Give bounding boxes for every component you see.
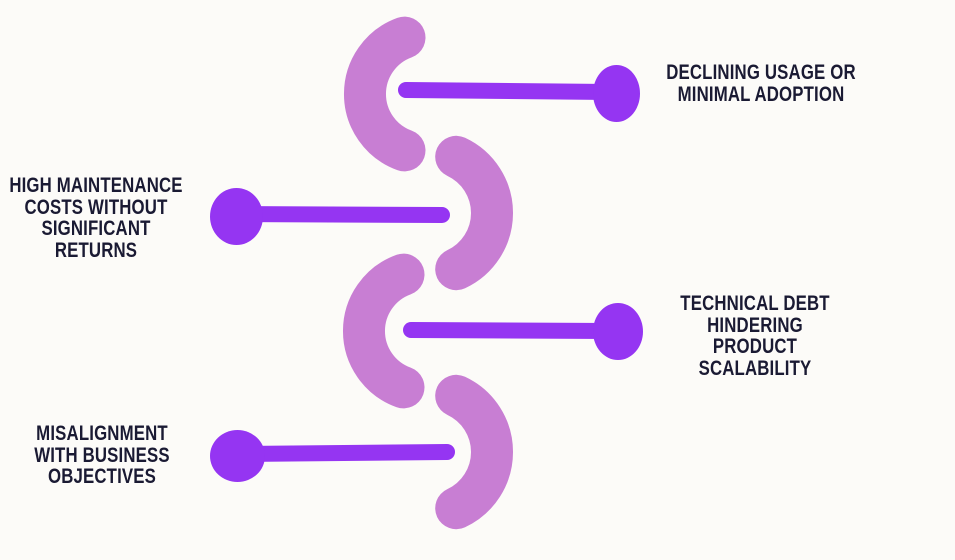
label-line: MISALIGNMENT — [36, 422, 168, 445]
label-line: OBJECTIVES — [47, 465, 157, 488]
label-line: MINIMAL ADOPTION — [677, 82, 845, 106]
label-line: SIGNIFICANT — [41, 217, 151, 240]
label-high-maintenance: HIGH MAINTENANCE COSTS WITHOUT SIGNIFICA… — [0, 175, 200, 261]
marker-dot-3 — [593, 303, 643, 360]
marker-dot-2 — [210, 188, 263, 245]
label-misalignment: MISALIGNMENT WITH BUSINESS OBJECTIVES — [0, 423, 206, 488]
label-technical-debt: TECHNICAL DEBT HINDERING PRODUCT SCALABI… — [651, 293, 859, 379]
serpentine-arc-4 — [435, 374, 513, 530]
label-declining-usage: DECLINING USAGE OR MINIMAL ADOPTION — [657, 62, 865, 105]
marker-dot-1 — [593, 65, 640, 122]
connector-line-3 — [403, 322, 618, 339]
serpentine-arc-1 — [344, 16, 426, 172]
marker-dot-4 — [210, 430, 265, 482]
label-line: HIGH MAINTENANCE — [9, 174, 183, 197]
label-line: WITH BUSINESS — [34, 443, 170, 467]
label-line: DECLINING USAGE OR — [666, 61, 856, 84]
label-line: TECHNICAL DEBT — [680, 292, 830, 315]
label-line: SCALABILITY — [698, 356, 812, 380]
label-line: HINDERING — [707, 313, 803, 337]
connector-line-2 — [232, 206, 450, 223]
label-line: RETURNS — [54, 238, 138, 262]
serpentine-arc-2 — [435, 135, 513, 291]
serpentine-arc-3 — [343, 253, 425, 409]
label-line: COSTS WITHOUT — [24, 195, 168, 219]
connector-line-4 — [232, 444, 455, 462]
connector-line-1 — [398, 82, 618, 100]
label-line: PRODUCT — [712, 335, 798, 358]
